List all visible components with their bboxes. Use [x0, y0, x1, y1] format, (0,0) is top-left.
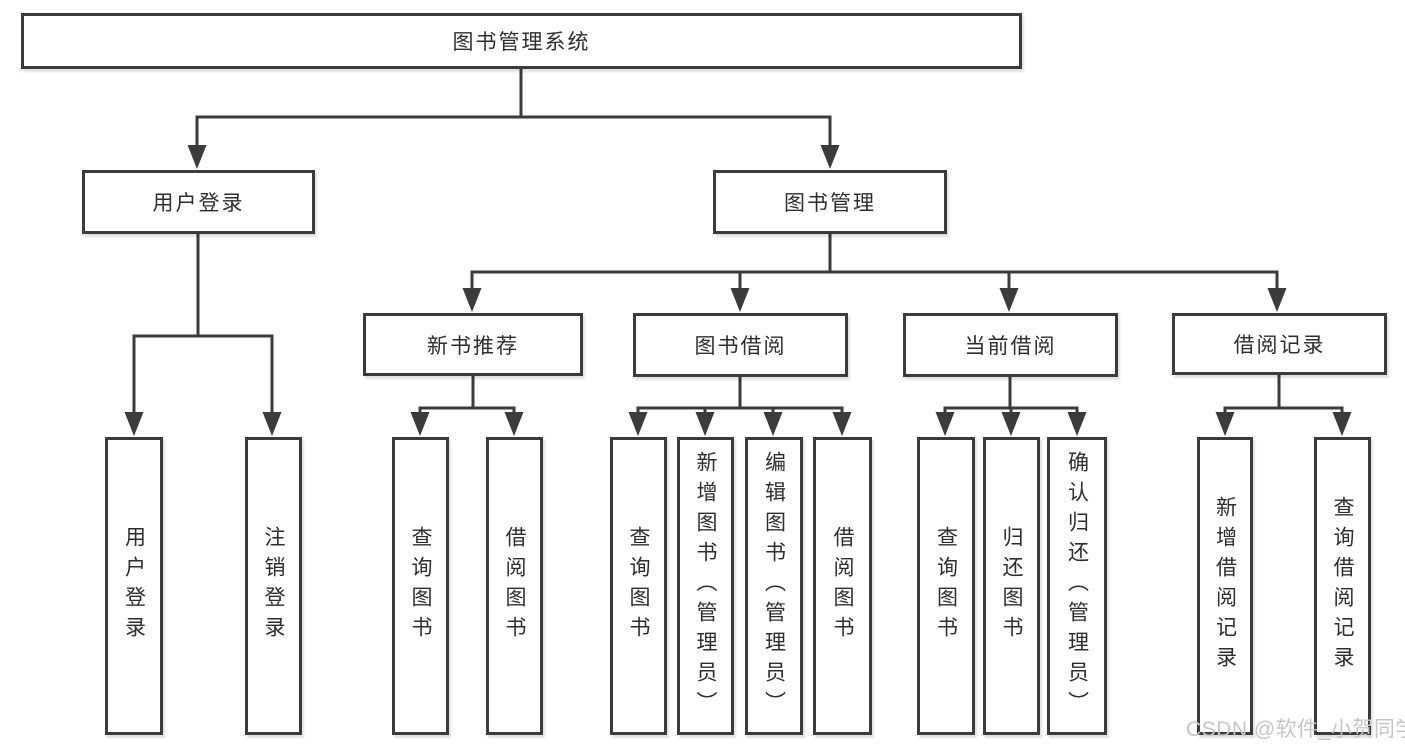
arrow-down-icon	[695, 412, 715, 436]
arrow-down-icon	[935, 412, 955, 436]
node-label: 当前借阅	[964, 335, 1057, 358]
leaf-label: 查询借阅记录	[1331, 496, 1354, 676]
node-label: 图书管理系统	[452, 31, 591, 54]
leaf-label: 查询图书	[934, 526, 958, 646]
leaf-user-login: 用户登录	[105, 437, 163, 735]
connector-user-login-children	[124, 234, 282, 436]
node-borrow-records: 借阅记录	[1172, 313, 1387, 375]
arrow-down-icon	[504, 412, 524, 436]
node-label: 用户登录	[152, 192, 245, 215]
arrow-down-icon	[1001, 412, 1021, 436]
node-current-borrow: 当前借阅	[903, 313, 1118, 377]
arrow-down-icon	[999, 288, 1019, 312]
node-label: 新书推荐	[427, 334, 519, 358]
watermark: CSDN @软件_小贺同学	[1186, 718, 1405, 741]
leaf-query-books: 查询图书	[917, 437, 975, 735]
node-label: 图书管理	[784, 192, 876, 215]
node-user-login: 用户登录	[82, 170, 315, 234]
arrow-down-icon	[187, 145, 207, 169]
arrow-down-icon	[730, 288, 750, 312]
leaf-label: 注销登录	[262, 526, 285, 646]
leaf-label: 归还图书	[1000, 526, 1023, 646]
leaf-label: 借阅图书	[831, 526, 854, 646]
arrow-down-icon	[1067, 412, 1087, 436]
leaf-confirm-return-admin: 确认归还（管理员）	[1047, 437, 1107, 735]
leaf-label: 编辑图书（管理员）	[762, 451, 786, 721]
node-book-borrow: 图书借阅	[633, 313, 848, 377]
leaf-label: 确认归还（管理员）	[1065, 451, 1089, 721]
leaf-label: 查询图书	[409, 526, 432, 646]
leaf-add-books-admin: 新增图书（管理员）	[677, 437, 734, 735]
arrow-down-icon	[1215, 412, 1235, 436]
arrow-down-icon	[628, 412, 648, 436]
leaf-query-books: 查询图书	[610, 437, 667, 735]
connector-current-borrow-children	[935, 377, 1087, 436]
node-label: 借阅记录	[1233, 334, 1326, 357]
leaf-return-books: 归还图书	[983, 437, 1040, 735]
leaf-query-borrow-record: 查询借阅记录	[1314, 437, 1371, 735]
connector-book-mgmt-children	[462, 234, 1287, 312]
node-new-book-recommend: 新书推荐	[363, 313, 583, 376]
arrow-down-icon	[1267, 288, 1287, 312]
arrow-down-icon	[1332, 412, 1352, 436]
arrow-down-icon	[820, 145, 840, 169]
connector-book-borrow-children	[628, 377, 852, 436]
leaf-borrow-books: 借阅图书	[813, 437, 872, 735]
leaf-add-borrow-record: 新增借阅记录	[1197, 437, 1253, 735]
node-label: 图书借阅	[694, 335, 787, 358]
leaf-logout: 注销登录	[245, 437, 302, 735]
leaf-label: 借阅图书	[503, 526, 526, 646]
leaf-borrow-books: 借阅图书	[486, 437, 543, 735]
connector-root-to-level2	[187, 69, 840, 169]
leaf-edit-books-admin: 编辑图书（管理员）	[745, 437, 803, 735]
arrow-down-icon	[832, 412, 852, 436]
leaf-query-books: 查询图书	[392, 437, 449, 735]
arrow-down-icon	[462, 288, 482, 312]
connector-borrow-records-children	[1215, 375, 1352, 436]
node-library-system: 图书管理系统	[21, 13, 1022, 69]
leaf-label: 查询图书	[627, 526, 650, 646]
arrow-down-icon	[124, 412, 144, 436]
leaf-label: 用户登录	[122, 526, 146, 646]
arrow-down-icon	[763, 412, 783, 436]
node-book-management: 图书管理	[713, 170, 947, 234]
arrow-down-icon	[262, 412, 282, 436]
connector-new-book-rec-children	[410, 376, 524, 436]
arrow-down-icon	[410, 412, 430, 436]
leaf-label: 新增图书（管理员）	[694, 451, 717, 721]
leaf-label: 新增借阅记录	[1213, 496, 1237, 676]
